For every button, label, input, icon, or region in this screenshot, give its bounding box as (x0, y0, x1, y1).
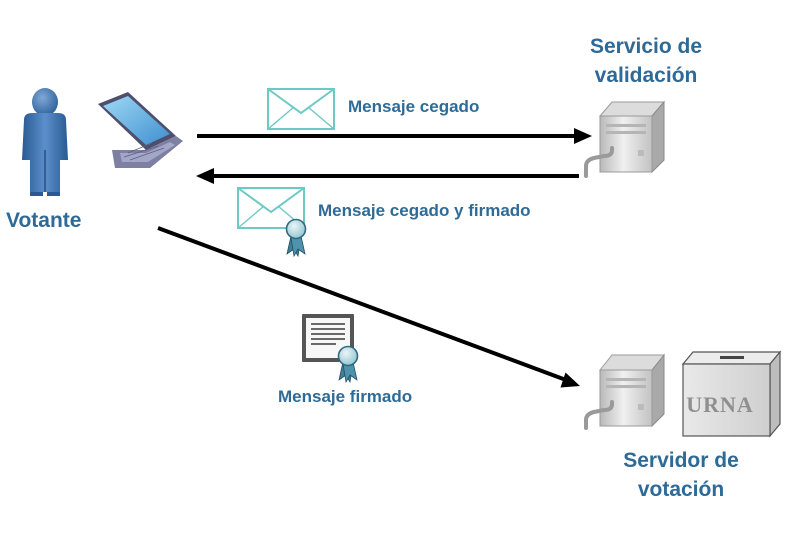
validation-service-title: Servicio de validación (560, 32, 732, 90)
ribbon-seal-icon (285, 218, 307, 258)
validation-service-title-line-1: Servicio de (589, 35, 703, 58)
validation-service-title-line-2: validación (594, 64, 698, 87)
arrow-validation-to-voter (196, 168, 579, 184)
arrow-voter-to-voting-server (157, 226, 580, 388)
validation-server-icon (584, 100, 666, 178)
signed-message-label: Mensaje firmado (278, 387, 413, 406)
envelope-icon (267, 88, 335, 130)
voting-server-icon (584, 353, 666, 430)
person-icon (22, 88, 68, 196)
ballot-box-icon: URNA (681, 350, 782, 438)
arrow-voter-to-validation (197, 128, 592, 144)
voting-server-title-line-1: Servidor de (623, 449, 739, 472)
ribbon-seal-icon (337, 345, 359, 384)
blinded-signed-message-label: Mensaje cegado y firmado (318, 201, 531, 220)
voting-server-title: Servidor de votación (598, 446, 764, 504)
blinded-message-label: Mensaje cegado (348, 97, 480, 116)
voting-server-title-line-2: votación (637, 478, 725, 501)
voter-label: Votante (6, 209, 82, 232)
laptop-icon (98, 92, 183, 168)
ballot-box-label: URNA (686, 392, 754, 417)
